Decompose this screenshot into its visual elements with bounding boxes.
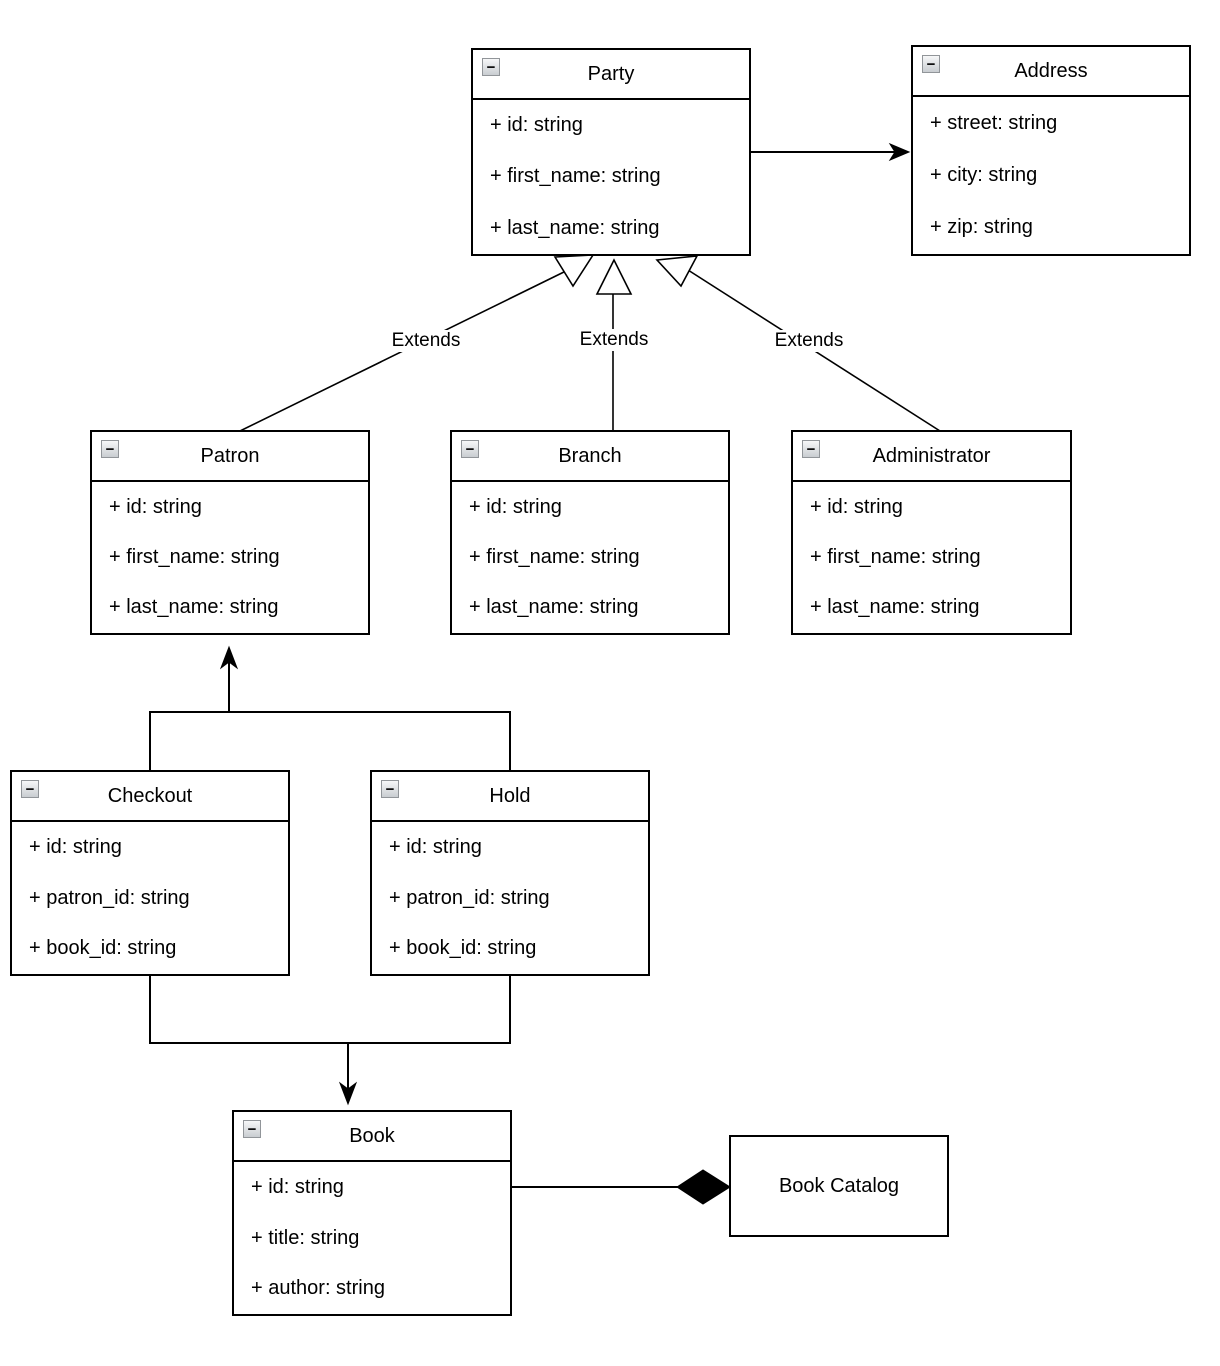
- collapse-minus-icon[interactable]: −: [101, 440, 119, 458]
- collapse-minus-icon[interactable]: −: [381, 780, 399, 798]
- attribute-row: + last_name: string: [810, 596, 980, 619]
- class-header: − Book: [234, 1112, 510, 1162]
- class-title: Patron: [200, 444, 260, 467]
- attribute-row: + last_name: string: [109, 596, 279, 619]
- edge-branch-extends-party[interactable]: [595, 258, 633, 430]
- attribute-row: + first_name: string: [469, 545, 640, 568]
- class-checkout[interactable]: − Checkout + id: string + patron_id: str…: [10, 770, 290, 976]
- attribute-row: + patron_id: string: [389, 886, 550, 909]
- class-header: − Hold: [372, 772, 648, 822]
- collapse-minus-icon[interactable]: −: [922, 55, 940, 73]
- attribute-row: + id: string: [29, 835, 122, 858]
- attribute-row: + first_name: string: [109, 545, 280, 568]
- node-book-catalog[interactable]: Book Catalog: [729, 1135, 949, 1237]
- edge-line: [149, 711, 511, 770]
- arrowhead-icon: [219, 645, 239, 670]
- attribute-row: + title: string: [251, 1226, 360, 1249]
- class-title: Checkout: [107, 784, 193, 807]
- attribute-row: + first_name: string: [810, 545, 981, 568]
- node-title: Book Catalog: [778, 1174, 900, 1197]
- class-party[interactable]: − Party + id: string + first_name: strin…: [471, 48, 751, 256]
- attributes-section: + id: string + title: string + author: s…: [234, 1162, 510, 1314]
- collapse-minus-icon[interactable]: −: [21, 780, 39, 798]
- class-title: Party: [587, 62, 635, 85]
- attribute-row: + street: string: [930, 111, 1058, 134]
- class-header: − Checkout: [12, 772, 288, 822]
- generalization-triangle-icon: [655, 255, 699, 288]
- class-title: Book: [349, 1124, 395, 1147]
- attribute-row: + id: string: [109, 495, 202, 518]
- attribute-row: + id: string: [469, 495, 562, 518]
- attributes-section: + id: string + first_name: string + last…: [473, 100, 749, 254]
- arrowhead-icon: [888, 142, 911, 162]
- attribute-row: + id: string: [490, 114, 583, 137]
- attributes-section: + id: string + patron_id: string + book_…: [12, 822, 288, 974]
- attribute-row: + last_name: string: [469, 596, 639, 619]
- attribute-row: + author: string: [251, 1277, 385, 1300]
- class-patron[interactable]: − Patron + id: string + first_name: stri…: [90, 430, 370, 635]
- class-hold[interactable]: − Hold + id: string + patron_id: string …: [370, 770, 650, 976]
- attributes-section: + id: string + first_name: string + last…: [452, 482, 728, 633]
- collapse-minus-icon[interactable]: −: [243, 1120, 261, 1138]
- class-administrator[interactable]: − Administrator + id: string + first_nam…: [791, 430, 1072, 635]
- attribute-row: + zip: string: [930, 216, 1033, 239]
- attribute-row: + patron_id: string: [29, 886, 190, 909]
- attribute-row: + city: string: [930, 163, 1038, 186]
- edge-party-address[interactable]: [751, 142, 911, 162]
- edge-label-extends[interactable]: Extends: [388, 330, 464, 352]
- attributes-section: + id: string + first_name: string + last…: [92, 482, 368, 633]
- edge-label-extends[interactable]: Extends: [576, 329, 652, 351]
- class-title: Hold: [489, 784, 531, 807]
- edge-checkout-hold-book[interactable]: [149, 976, 511, 1106]
- class-header: − Branch: [452, 432, 728, 482]
- attribute-row: + book_id: string: [389, 937, 537, 960]
- attribute-row: + id: string: [251, 1175, 344, 1198]
- collapse-minus-icon[interactable]: −: [461, 440, 479, 458]
- class-header: − Patron: [92, 432, 368, 482]
- edge-label-extends[interactable]: Extends: [771, 330, 847, 352]
- edge-book-bookcatalog[interactable]: [512, 1169, 731, 1205]
- class-header: − Administrator: [793, 432, 1070, 482]
- attribute-row: + last_name: string: [490, 216, 660, 239]
- generalization-triangle-icon: [553, 254, 595, 288]
- class-address[interactable]: − Address + street: string + city: strin…: [911, 45, 1191, 256]
- aggregation-diamond-icon: [676, 1169, 731, 1205]
- class-title: Administrator: [872, 444, 991, 467]
- arrowhead-icon: [338, 1081, 358, 1106]
- attribute-row: + id: string: [389, 835, 482, 858]
- attribute-row: + first_name: string: [490, 165, 661, 188]
- attribute-row: + book_id: string: [29, 937, 177, 960]
- class-branch[interactable]: − Branch + id: string + first_name: stri…: [450, 430, 730, 635]
- class-title: Address: [1014, 59, 1088, 82]
- collapse-minus-icon[interactable]: −: [802, 440, 820, 458]
- edge-checkout-hold-patron[interactable]: [149, 645, 511, 770]
- class-header: − Address: [913, 47, 1189, 97]
- edge-line: [149, 976, 511, 1044]
- attributes-section: + id: string + first_name: string + last…: [793, 482, 1070, 633]
- class-book[interactable]: − Book + id: string + title: string + au…: [232, 1110, 512, 1316]
- attributes-section: + street: string + city: string + zip: s…: [913, 97, 1189, 254]
- collapse-minus-icon[interactable]: −: [482, 58, 500, 76]
- attributes-section: + id: string + patron_id: string + book_…: [372, 822, 648, 974]
- class-title: Branch: [558, 444, 622, 467]
- attribute-row: + id: string: [810, 495, 903, 518]
- generalization-triangle-icon: [595, 258, 633, 295]
- class-header: − Party: [473, 50, 749, 100]
